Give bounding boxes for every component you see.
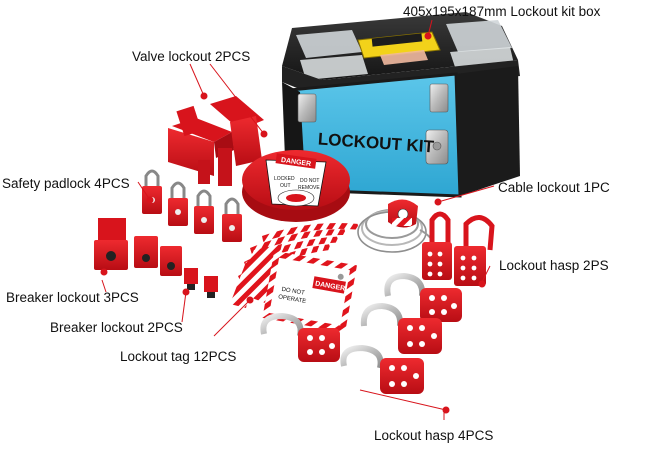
steel-hasp (384, 272, 462, 322)
nylon-lockout-hasps (422, 211, 495, 286)
gate-valve-lockout: DANGER LOCKED OUT DO NOT REMOVE (242, 150, 350, 222)
steel-hasp (260, 312, 340, 362)
cable-lockout (357, 199, 439, 253)
lockout-hasp-2-label: Lockout hasp 2PS (499, 258, 609, 273)
breaker-lockout (134, 236, 158, 268)
tag-line2: OPERATE (278, 294, 307, 305)
tag-line1: DO NOT (281, 287, 305, 297)
breaker-lockout (160, 246, 182, 276)
lockout-kit-box: LOCKOUT KIT (282, 12, 520, 198)
steel-hasp (340, 344, 424, 394)
padlock (168, 181, 188, 226)
kit-box-label: 405x195x187mm Lockout kit box (403, 4, 601, 19)
steel-lockout-hasps (260, 272, 462, 394)
breaker-lockout-mini (184, 268, 198, 290)
breaker-lockout-2-label: Breaker lockout 2PCS (50, 320, 183, 335)
padlock (222, 197, 242, 242)
valve-lockout-label: Valve lockout 2PCS (132, 49, 251, 64)
valve-lockout-butterfly (210, 96, 264, 166)
breaker-lockout (94, 218, 128, 270)
lockout-tags: DANGER DO NOT OPERATE (230, 223, 359, 333)
gate-valve-text-1: LOCKED (274, 176, 295, 182)
nylon-hasp (454, 215, 495, 286)
lockout-hasp-4-label: Lockout hasp 4PCS (374, 428, 494, 443)
gate-valve-text-3: DO NOT (300, 178, 319, 184)
cable-lockout-label: Cable lockout 1PC (498, 180, 610, 195)
gate-valve-text-2: OUT (280, 183, 291, 189)
steel-hasp (360, 302, 442, 354)
breaker-lockout-3-label: Breaker lockout 3PCS (6, 290, 139, 305)
lockout-tag-label: Lockout tag 12PCS (120, 349, 237, 364)
breaker-lockout-mini (204, 276, 218, 298)
breaker-lockouts-large (94, 218, 182, 276)
breaker-lockouts-small (184, 268, 218, 298)
gate-valve-text-4: REMOVE (298, 185, 320, 191)
nylon-hasp (422, 211, 452, 280)
padlock (194, 189, 214, 234)
safety-padlock-label: Safety padlock 4PCS (2, 176, 130, 191)
valve-lockout-ball (168, 105, 234, 186)
callout-dots (100, 32, 486, 414)
gate-valve-danger-text: DANGER (280, 157, 311, 168)
